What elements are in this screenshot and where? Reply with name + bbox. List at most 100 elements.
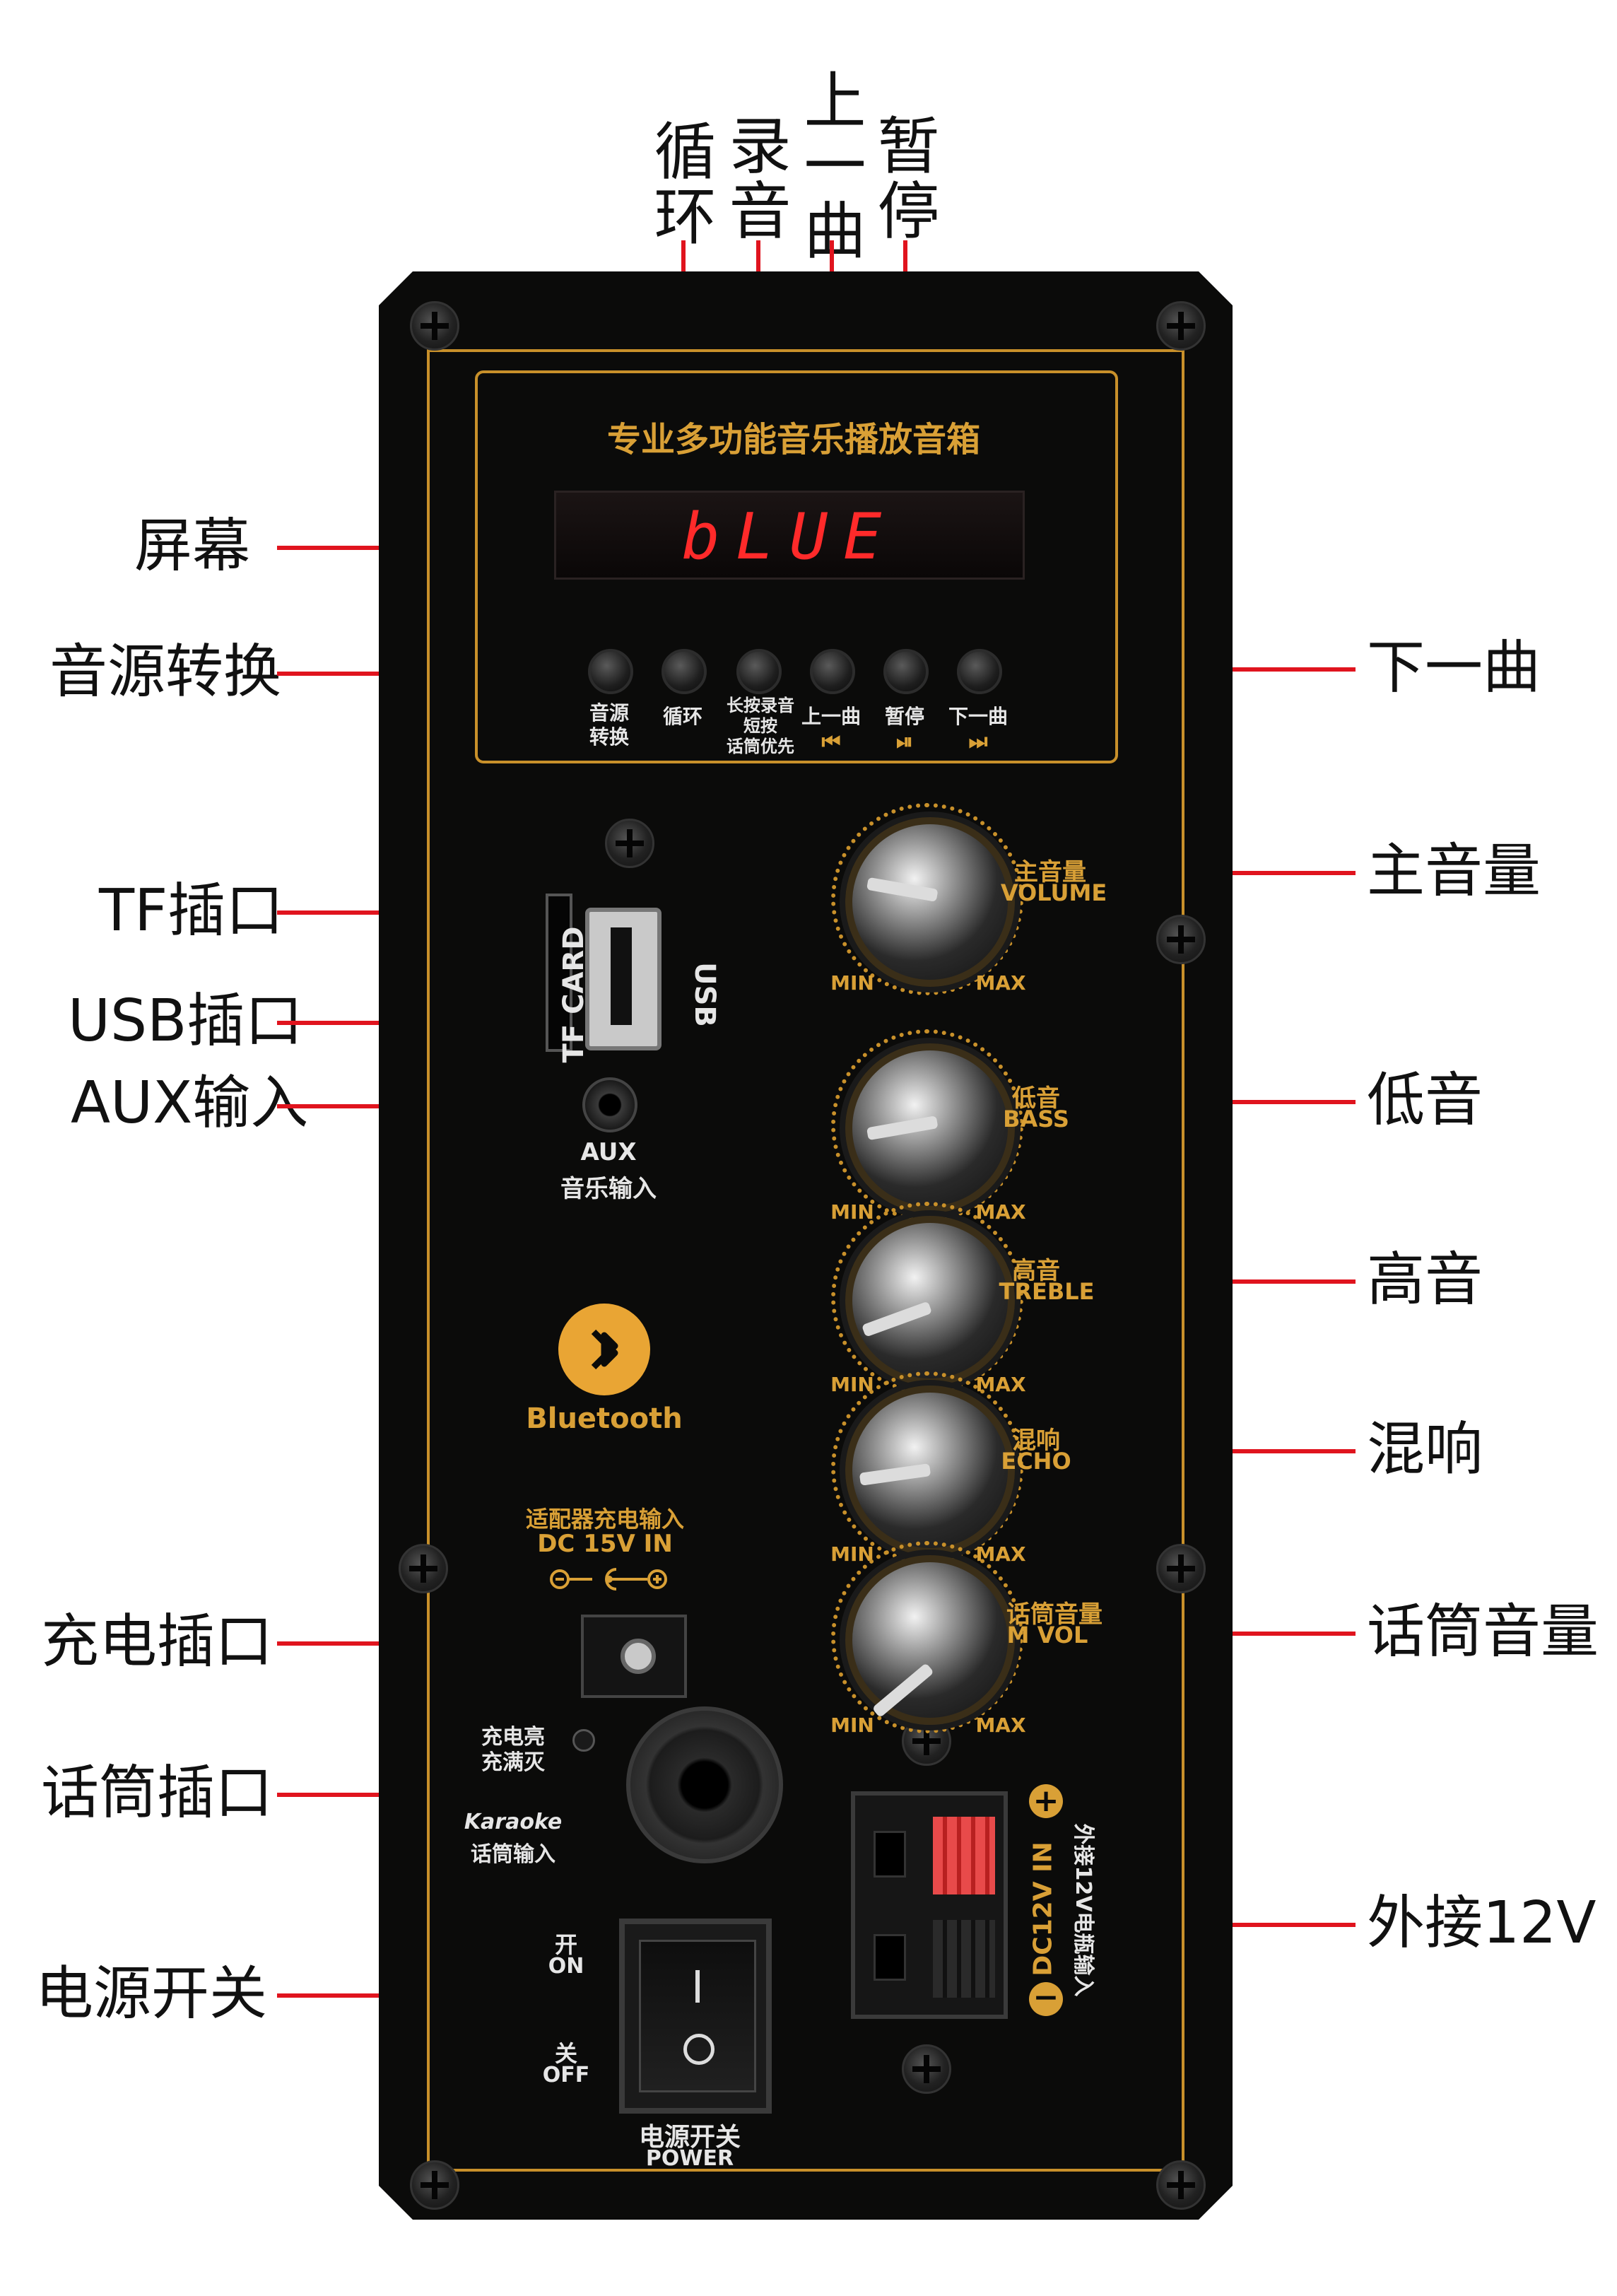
switch-off-cn: 关 [554,2040,577,2067]
knob-pointer [859,1463,931,1486]
dc-input-label-en: DC 15V IN [537,1530,673,1558]
screw-icon [1156,915,1206,964]
treble-knob-group: 高音 TREBLE MIN MAX [830,1188,1128,1400]
power-label-cn: 电源开关 [638,2123,741,2152]
off-mark [683,2034,715,2065]
amplifier-panel: 专业多功能音乐播放音箱 bLUE 音源 转换 循环 长按录音 短按 话筒优先 上… [379,271,1233,2220]
power-label-en: POWER [645,2146,734,2171]
dc-charge-port-hole [621,1639,656,1674]
volume-label-en: VOLUME [1000,879,1107,906]
display-gold-box [475,370,1118,763]
usb-port-tongue [611,927,632,1025]
screw-icon [605,819,654,868]
callout-aux: AUX输入 [71,1070,309,1137]
volume-scale [831,803,1023,995]
dc-polarity-icon [548,1565,669,1593]
source-button-label: 音源 转换 [589,701,629,749]
switch-off-en: OFF [542,2063,590,2087]
aux-label: AUX [580,1138,637,1166]
callout-tf: TF插口 [99,877,284,944]
screw-icon [399,1544,448,1593]
record-button[interactable] [736,649,782,694]
screw-icon [902,2044,951,2094]
callout-next: 下一曲 [1367,634,1541,701]
prev-icon: ⏮ [821,730,841,754]
charge-led [572,1729,595,1752]
callout-loop: 循环 [644,119,717,249]
led-display: bLUE [554,491,1025,580]
callout-pause: 暂停 [867,113,940,243]
charge-led-label-2: 充满灭 [481,1750,545,1775]
dc-charge-port[interactable] [581,1615,687,1698]
treble-label-cn: 高音 [1012,1257,1060,1285]
terminal-lever-black[interactable] [933,1920,995,1998]
volume-knob[interactable] [845,817,1015,987]
mic-vol-label-cn: 话筒音量 [1006,1600,1102,1629]
minus-sign: − [1033,1979,1059,2015]
callout-power-switch: 电源开关 [35,1960,268,2027]
switch-on-cn: 开 [554,1931,577,1958]
terminal-lever-red[interactable] [933,1817,995,1894]
callout-mic-vol: 话筒音量 [1367,1598,1599,1665]
aux-sub-label: 音乐输入 [560,1175,657,1203]
callout-mic-port: 话筒插口 [41,1759,274,1827]
mic-vol-knob-group: 话筒音量 M VOL MIN MAX [830,1527,1142,1739]
power-switch[interactable] [619,1919,772,2114]
mic-jack[interactable] [626,1706,783,1863]
callout-volume: 主音量 [1367,838,1541,905]
callout-source: 音源转换 [49,638,282,705]
minus-icon: − [1029,1982,1063,2016]
screw-icon [410,2160,459,2210]
knob-pointer [871,1663,934,1718]
echo-label-cn: 混响 [1012,1427,1060,1455]
panel-gold-frame [427,349,1184,2172]
dc12v-terminal[interactable] [851,1791,1008,2019]
usb-port[interactable] [585,908,662,1050]
callout-record: 录音 [719,113,792,243]
dc12v-label: DC12V IN [1028,1841,1058,1976]
prev-button[interactable] [810,649,855,694]
callout-echo: 混响 [1367,1416,1483,1483]
plus-icon: + [1029,1784,1063,1818]
terminal-hole-top [874,1831,906,1878]
pause-button-label: 暂停 [884,705,924,728]
mic-input-label: 话筒输入 [471,1842,555,1867]
loop-button[interactable] [662,649,707,694]
next-button[interactable] [957,649,1002,694]
mic-vol-min: MIN [830,1714,874,1737]
karaoke-label: Karaoke [464,1810,563,1834]
charge-led-label-1: 充电亮 [481,1725,545,1750]
screw-icon [410,301,459,351]
bass-label-en: BASS [1003,1106,1069,1132]
volume-max: MAX [975,971,1026,995]
knob-pointer [861,1301,933,1337]
switch-on-en: ON [548,1954,584,1979]
display-text: bLUE [681,500,898,574]
screw-icon [1156,1544,1206,1593]
record-button-label: 长按录音 短按 话筒优先 [727,696,794,756]
bluetooth-label: Bluetooth [526,1402,683,1435]
callout-treble: 高音 [1367,1246,1483,1313]
prev-button-label: 上一曲 [801,705,861,728]
loop-button-label: 循环 [662,705,702,728]
on-mark [695,1970,700,2003]
callout-ext12v: 外接12V [1367,1890,1597,1957]
mic-vol-scale [831,1541,1023,1733]
mic-vol-knob[interactable] [845,1555,1015,1725]
volume-knob-group: 主音量 VOLUME MIN MAX [830,789,1128,1001]
terminal-hole-bottom [874,1934,906,1981]
dc-input-label-cn: 适配器充电输入 [525,1506,684,1533]
mic-vol-max: MAX [975,1714,1026,1737]
pause-button[interactable] [883,649,929,694]
panel-title: 专业多功能音乐播放音箱 [606,420,980,459]
tf-card-slot[interactable] [546,894,572,1052]
bluetooth-icon [558,1304,650,1395]
aux-jack[interactable] [582,1077,637,1132]
volume-min: MIN [830,971,874,995]
mic-vol-label-en: M VOL [1006,1622,1088,1648]
next-icon: ⏭ [968,730,988,754]
callout-charge-port: 充电插口 [41,1608,274,1675]
source-button[interactable] [588,649,633,694]
knob-pointer [866,1115,939,1141]
callout-prev: 上一曲 [794,68,866,263]
